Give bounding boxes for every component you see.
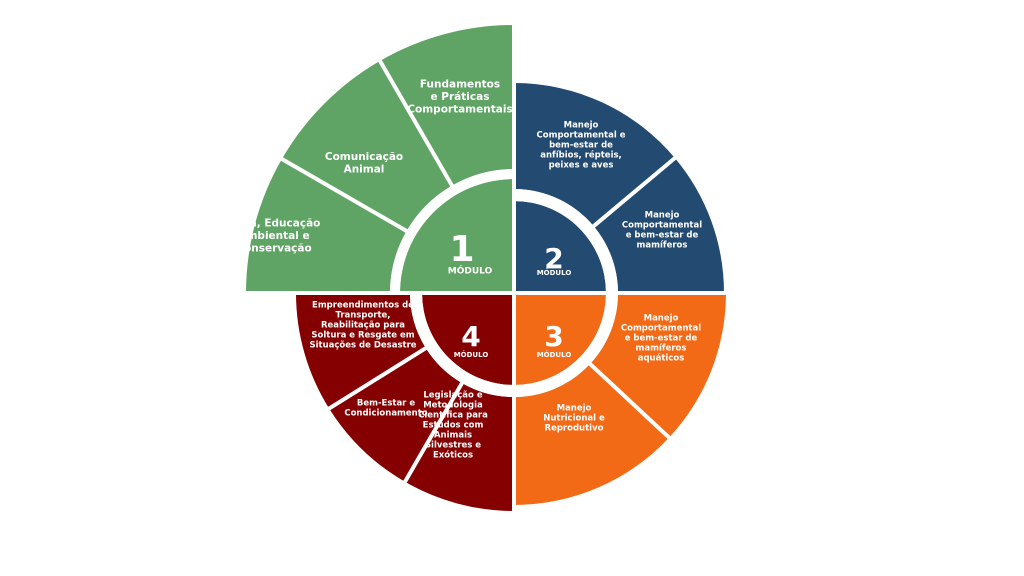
module-3-segment-2 (514, 363, 670, 505)
topic-line: e bem-estar de (626, 231, 699, 241)
topic-line: Situações de Desastre (309, 341, 416, 351)
module-1-hub (400, 179, 514, 293)
topic-line: Fundamentos (420, 79, 500, 91)
module-2-segment-2 (593, 158, 724, 293)
topic-line: Comportamental e (537, 131, 626, 141)
topic-line: Silvestres e (425, 441, 481, 451)
topic-line: Manejo (557, 404, 592, 414)
topic-line: mamíferos (636, 344, 687, 354)
topic-line: Nutricional e (543, 414, 605, 424)
topic-line: Legislação e (423, 391, 482, 401)
module-number: 4 (461, 320, 480, 353)
topic-line: mamíferos (637, 241, 688, 251)
topic-line: Comportamentais (407, 104, 512, 116)
module-4-segment-3 (405, 383, 514, 511)
topic-line: Bem-Estar e (357, 399, 415, 409)
topic-line: Científica para (418, 411, 488, 421)
module-4-segment-1 (296, 293, 426, 409)
topic-line: Manejo (644, 314, 679, 324)
module-number: 2 (544, 242, 563, 275)
module-1-segment-1 (246, 159, 407, 293)
topic-line: Manejo (564, 121, 599, 131)
vertical-gap (512, 0, 516, 576)
module-4-segment-2 (329, 348, 462, 482)
module-1-segment-3 (380, 25, 514, 186)
hub-ring (514, 189, 618, 293)
segment-divider (326, 345, 429, 412)
topic-line: Condicionamento (344, 409, 427, 419)
topic-line: Comportamental (621, 324, 701, 334)
topic-line: Transporte, (335, 311, 390, 321)
topic-line: Animal (344, 163, 385, 175)
topic-line: Animais (434, 431, 472, 441)
topic-line: Conservação (236, 243, 311, 255)
topic-line: Reabilitação para (321, 321, 405, 331)
topic-line: Ética, Educação (228, 217, 321, 230)
module-3-hub (514, 293, 606, 385)
hub-ring (514, 293, 618, 397)
topic-line: e Práticas (431, 91, 490, 103)
module-3-segment-1 (590, 293, 726, 438)
topic-line: Exóticos (433, 450, 473, 461)
topic-line: Manejo (645, 211, 680, 221)
topic-line: Metodologia (423, 401, 483, 411)
module-4-hub (422, 293, 514, 385)
topic-line: anfíbios, répteis, (540, 150, 622, 161)
topic-line: e bem-estar de (625, 334, 698, 344)
hub-ring (410, 293, 514, 397)
segment-divider (377, 58, 455, 189)
topic-line: bem-estar de (549, 141, 613, 151)
topic-line: peixes e aves (549, 161, 614, 171)
topic-line: Empreendimentos de (312, 301, 414, 311)
topic-line: aquáticos (638, 354, 685, 364)
segment-divider (590, 155, 678, 229)
segment-divider (587, 361, 672, 441)
topic-line: Estudos com (423, 421, 484, 431)
topic-line: Reprodutivo (545, 424, 604, 434)
module-word: MÓDULO (448, 265, 493, 277)
topic-line: Soltura e Resgate em (311, 331, 414, 341)
segment-divider (402, 380, 465, 485)
topic-line: Comunicação (325, 151, 403, 163)
hub-ring (390, 169, 514, 293)
module-number: 3 (544, 320, 563, 353)
horizontal-gap (0, 291, 1024, 295)
module-word: MÓDULO (537, 268, 572, 277)
module-number: 1 (449, 229, 474, 270)
topic-line: Ambiental e (238, 230, 309, 242)
segment-divider (279, 156, 410, 234)
module-2-hub (514, 201, 606, 293)
topic-line: Comportamental (622, 221, 702, 231)
module-word: MÓDULO (537, 350, 572, 359)
module-1-segment-2 (281, 60, 452, 231)
module-word: MÓDULO (454, 350, 489, 359)
